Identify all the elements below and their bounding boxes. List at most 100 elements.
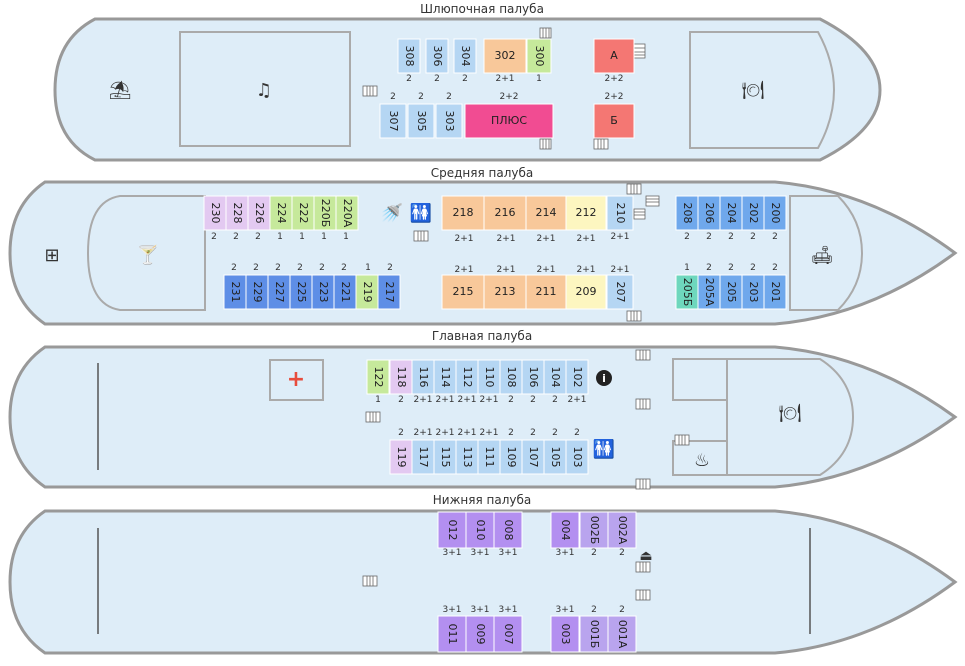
- cabin-rect[interactable]: [437, 615, 467, 653]
- cabin-rect[interactable]: [465, 615, 495, 653]
- cabin-rect[interactable]: [366, 359, 390, 395]
- cabin-rect[interactable]: [763, 274, 787, 310]
- cabin-rect[interactable]: [464, 103, 554, 139]
- cabin-rect[interactable]: [607, 511, 637, 549]
- cabin-rect[interactable]: [441, 195, 485, 231]
- cabin-rect[interactable]: [493, 615, 523, 653]
- cabin-rect[interactable]: [606, 195, 634, 231]
- cabin-rect[interactable]: [379, 103, 407, 139]
- cabin-rect[interactable]: [607, 615, 637, 653]
- cabin-rect[interactable]: [565, 359, 589, 395]
- cabin-rect[interactable]: [335, 195, 359, 231]
- cabin-rect[interactable]: [606, 274, 634, 310]
- cabin-rect[interactable]: [593, 38, 635, 74]
- cabin-rect[interactable]: [763, 195, 787, 231]
- cabin-rect[interactable]: [565, 439, 589, 475]
- cabin-rect[interactable]: [425, 38, 449, 74]
- cabin-rect[interactable]: [453, 38, 477, 74]
- cabin-rect[interactable]: [565, 195, 607, 231]
- cabin-rect[interactable]: [565, 274, 607, 310]
- cabin-rect[interactable]: [593, 103, 635, 139]
- cabin-rect[interactable]: [526, 38, 552, 74]
- cabin-rect[interactable]: [377, 274, 401, 310]
- cabin-rect[interactable]: [483, 274, 527, 310]
- cabin-rect[interactable]: [437, 511, 467, 549]
- cabin-rect[interactable]: [483, 195, 527, 231]
- cabin-rect[interactable]: [435, 103, 463, 139]
- cabin-rect[interactable]: [579, 511, 609, 549]
- cabin-rect[interactable]: [550, 615, 580, 653]
- cabin-rect[interactable]: [441, 274, 485, 310]
- cabin-rect[interactable]: [407, 103, 435, 139]
- cabin-A[interactable]: А2+2: [593, 38, 635, 84]
- cabin-rect[interactable]: [493, 511, 523, 549]
- cabin-rect[interactable]: [525, 195, 567, 231]
